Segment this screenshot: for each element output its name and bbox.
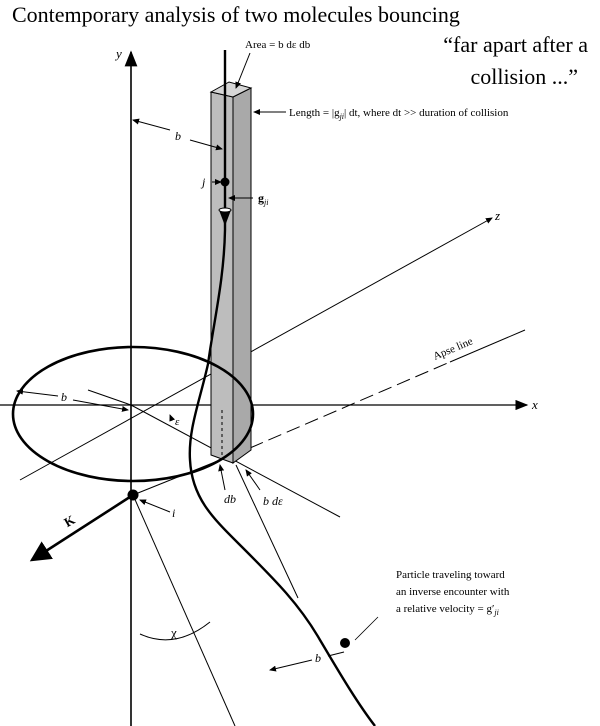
chi-label: χ <box>170 625 177 640</box>
i-label: i <box>172 506 175 520</box>
db-label: db <box>224 492 236 506</box>
epsilon-label: ε <box>175 416 180 428</box>
bde-label: b dε <box>263 494 283 508</box>
b-top-label: b <box>175 129 181 143</box>
title-line-3: collision ...” <box>470 64 578 89</box>
z-axis-label: z <box>494 208 500 223</box>
title-line-2: “far apart after a <box>443 32 588 57</box>
trajectory-curve <box>188 229 376 726</box>
particle-dot <box>340 638 350 648</box>
collision-column-right-face <box>232 87 252 464</box>
apse-line-dashed <box>249 361 451 449</box>
g-label: gji <box>258 191 268 207</box>
j-label: j <box>200 175 206 189</box>
b-ellipse-label: b <box>61 390 67 404</box>
molecule-j <box>220 177 230 187</box>
area-label: Area = b dε db <box>245 39 311 51</box>
title-line-1: Contemporary analysis of two molecules b… <box>12 2 460 27</box>
K-label: K <box>61 511 78 529</box>
chi-arc <box>139 621 211 641</box>
x-axis-label: x <box>531 397 538 412</box>
ray-short <box>87 389 132 406</box>
apse-line-label: Apse line <box>431 335 474 362</box>
z-axis <box>19 217 493 481</box>
length-label: Length = |gji| dt, where dt >> duration … <box>289 107 509 121</box>
velocity-cone <box>219 210 231 226</box>
apse-line-end <box>449 329 526 363</box>
b-bottom-label: b <box>315 651 321 665</box>
area-pointer <box>235 52 251 89</box>
particle-note: Particle traveling toward an inverse enc… <box>396 569 512 617</box>
y-axis-label: y <box>114 46 122 61</box>
impact-circle <box>11 345 255 483</box>
K-vector <box>29 493 134 562</box>
